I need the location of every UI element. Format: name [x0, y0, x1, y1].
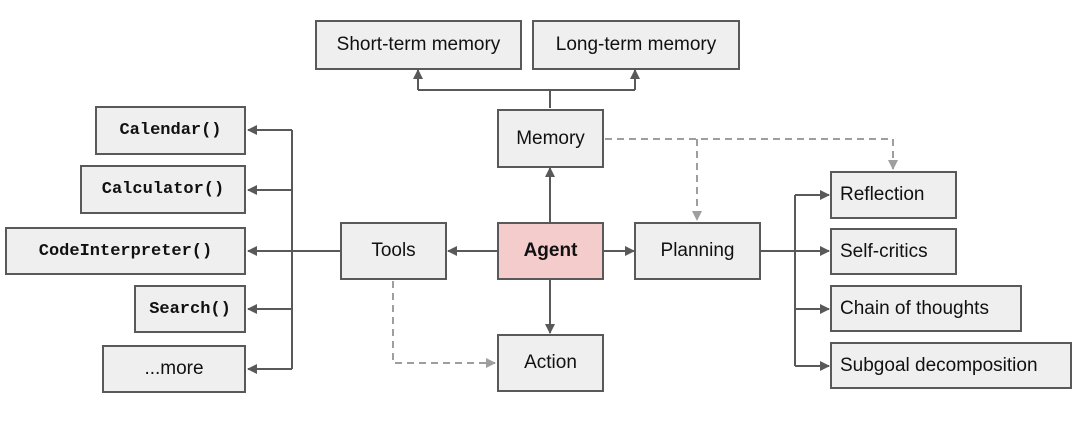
- edge-memory-branch: [418, 89, 635, 108]
- tools-node: Tools: [340, 222, 447, 280]
- edge-tools-bus: [291, 130, 340, 369]
- edge-planning-bus: [760, 195, 796, 366]
- tool-calculator-node: Calculator(): [80, 165, 246, 214]
- reflection-node: Reflection: [830, 171, 957, 219]
- self-critics-node: Self-critics: [830, 228, 957, 275]
- subgoal-decomposition-node: Subgoal decomposition: [830, 342, 1072, 389]
- tool-more-node: ...more: [102, 345, 246, 393]
- tool-search-node: Search(): [134, 285, 246, 333]
- long-term-memory-node: Long-term memory: [532, 20, 740, 70]
- chain-of-thoughts-node: Chain of thoughts: [830, 285, 1022, 332]
- edge-tools-action-dashed: [392, 281, 496, 368]
- action-node: Action: [497, 334, 604, 392]
- agent-node: Agent: [497, 222, 604, 280]
- memory-node: Memory: [497, 109, 604, 168]
- tool-code-interpreter-node: CodeInterpreter(): [5, 227, 246, 275]
- tool-calendar-node: Calendar(): [95, 106, 246, 155]
- short-term-memory-node: Short-term memory: [315, 20, 522, 70]
- planning-node: Planning: [634, 222, 761, 280]
